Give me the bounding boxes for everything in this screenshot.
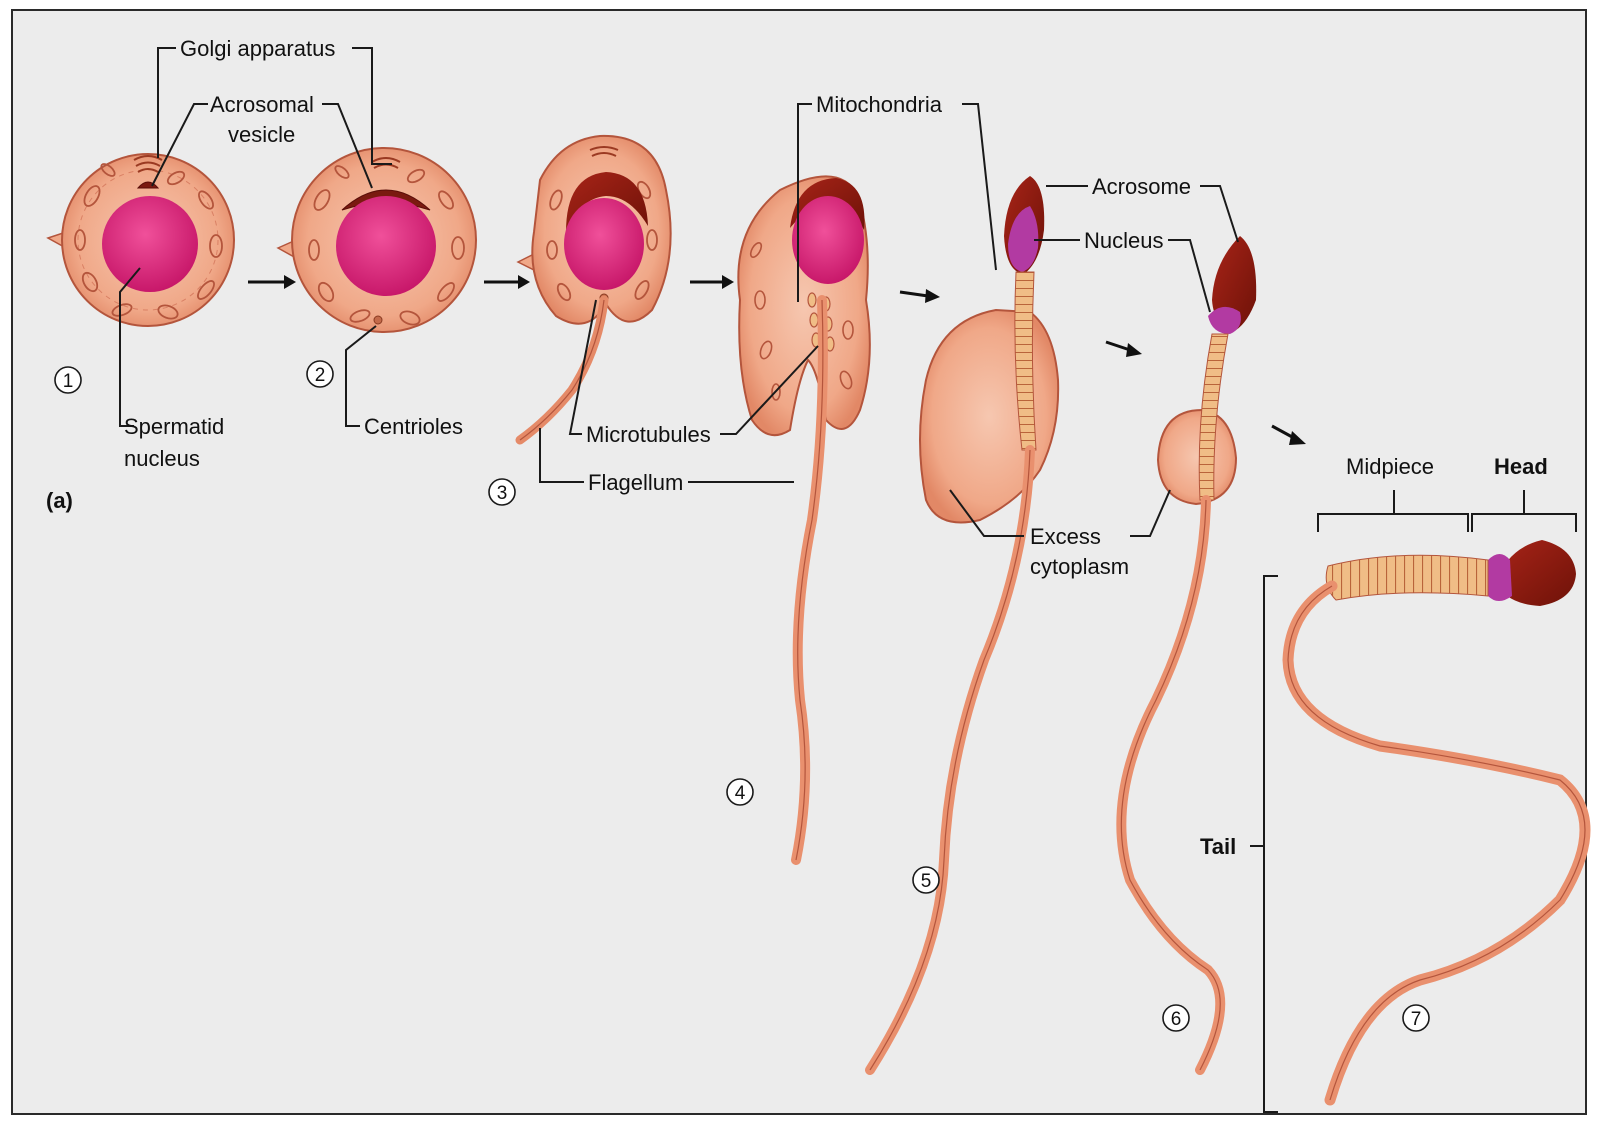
step-number-4: 4 [727,779,753,805]
step-number-7-text: 7 [1411,1009,1422,1030]
stage-4-nucleus [792,196,864,284]
label-head: Head [1494,454,1548,479]
label-acrosomal-vesicle-2: vesicle [228,122,295,147]
stage-7-head-nucleus [1488,554,1512,601]
label-spermatid-nucleus-2: nucleus [124,446,200,471]
label-nucleus: Nucleus [1084,228,1163,253]
step-number-2-text: 2 [315,365,326,386]
step-number-3: 3 [489,479,515,505]
step-number-6: 6 [1163,1005,1189,1031]
step-number-3-text: 3 [497,483,508,504]
label-golgi-apparatus: Golgi apparatus [180,36,335,61]
step-number-7: 7 [1403,1005,1429,1031]
stage-3-nucleus [564,198,644,290]
stage-1-nucleus [102,196,198,292]
step-number-2: 2 [307,361,333,387]
panel-label: (a) [46,488,73,513]
label-acrosomal-vesicle-1: Acrosomal [210,92,314,117]
label-excess-cytoplasm-1: Excess [1030,524,1101,549]
label-excess-cytoplasm-2: cytoplasm [1030,554,1129,579]
label-centrioles: Centrioles [364,414,463,439]
stage-2-nucleus [336,196,436,296]
step-number-6-text: 6 [1171,1009,1182,1030]
stage-7-midpiece [1326,555,1488,600]
label-mitochondria: Mitochondria [816,92,943,117]
label-tail: Tail [1200,834,1236,859]
label-midpiece: Midpiece [1346,454,1434,479]
label-acrosome: Acrosome [1092,174,1191,199]
stage-2-centriole [374,316,382,324]
step-number-5: 5 [913,867,939,893]
step-number-1-text: 1 [63,371,74,392]
step-number-5-text: 5 [921,871,932,892]
label-microtubules: Microtubules [586,422,711,447]
label-flagellum: Flagellum [588,470,683,495]
step-number-4-text: 4 [735,783,746,804]
step-number-1: 1 [55,367,81,393]
label-spermatid-nucleus-1: Spermatid [124,414,224,439]
